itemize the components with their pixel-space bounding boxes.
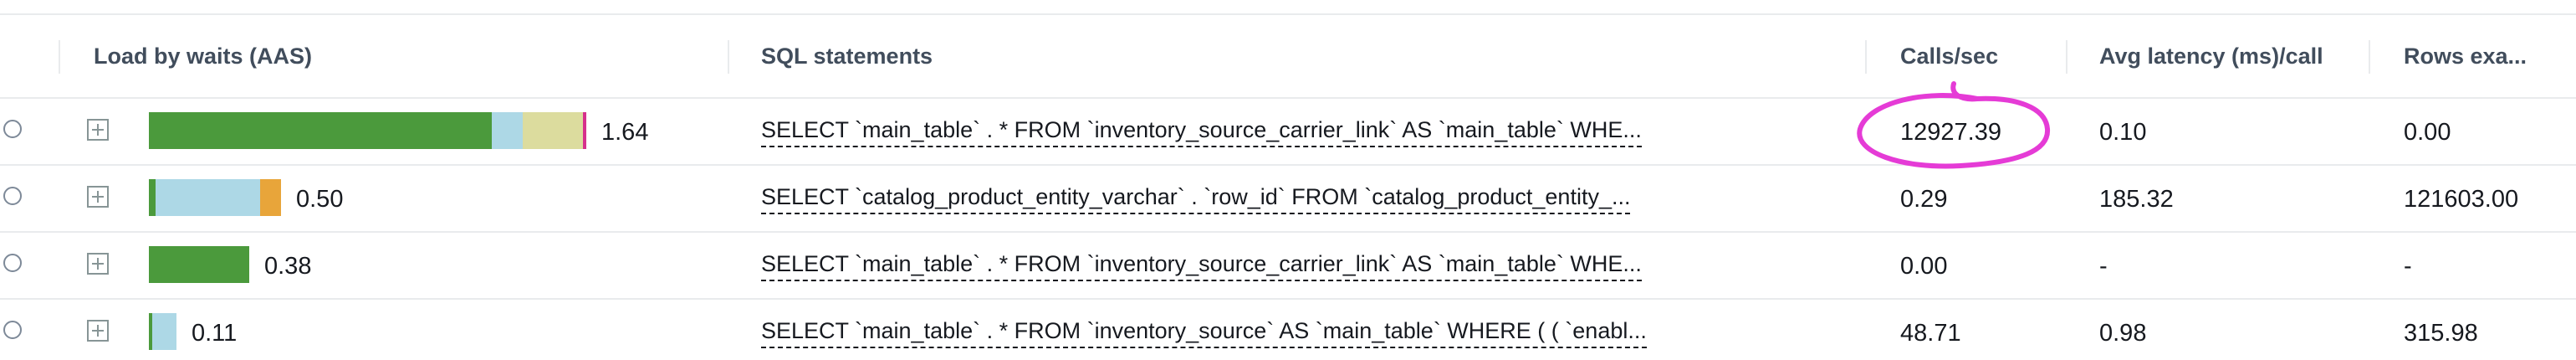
plus-icon [92, 124, 104, 136]
calls-per-sec: 48.71 [1900, 319, 1961, 347]
calls-per-sec: 0.00 [1900, 252, 1948, 280]
load-bar-segment [149, 313, 152, 350]
rows-examined: 121603.00 [2404, 185, 2519, 213]
load-bar [149, 246, 249, 283]
sql-statement-text: SELECT `main_table` . * FROM `inventory_… [761, 318, 1647, 348]
load-bar-segment [260, 179, 281, 216]
table-header: Load by waits (AAS) SQL statements Calls… [0, 15, 2576, 99]
sql-statement-text: SELECT `main_table` . * FROM `inventory_… [761, 117, 1642, 147]
load-bar [149, 112, 586, 149]
header-latency[interactable]: Avg latency (ms)/call [2099, 43, 2323, 69]
avg-latency: 0.10 [2099, 118, 2147, 146]
sql-statement-link[interactable]: SELECT `main_table` . * FROM `inventory_… [761, 99, 1642, 166]
rows-examined: 0.00 [2404, 118, 2451, 146]
load-bar-segment [149, 112, 492, 149]
expand-plus-icon[interactable] [87, 253, 109, 275]
table-row[interactable]: 0.38 SELECT `main_table` . * FROM `invent… [0, 233, 2576, 300]
sql-statement-text: SELECT `catalog_product_entity_varchar` … [761, 184, 1631, 214]
header-sql[interactable]: SQL statements [761, 43, 933, 69]
header-load[interactable]: Load by waits (AAS) [94, 43, 313, 69]
load-bar [149, 179, 281, 216]
load-bar-segment [149, 246, 249, 283]
load-value: 0.50 [296, 185, 344, 213]
avg-latency: 185.32 [2099, 185, 2174, 213]
header-calls[interactable]: Calls/sec [1900, 43, 1999, 69]
sql-statement-link[interactable]: SELECT `main_table` . * FROM `inventory_… [761, 300, 1647, 360]
row-select-radio[interactable] [3, 254, 22, 272]
load-bar-segment [156, 179, 260, 216]
row-select-radio[interactable] [3, 321, 22, 339]
rows-examined: 315.98 [2404, 319, 2478, 347]
row-select-radio[interactable] [3, 187, 22, 205]
load-bar-segment [492, 112, 523, 149]
load-bar-segment [149, 179, 156, 216]
row-select-radio[interactable] [3, 120, 22, 138]
column-divider[interactable] [2369, 40, 2370, 74]
top-border [0, 13, 2576, 15]
rows-examined: - [2404, 252, 2412, 280]
avg-latency: - [2099, 252, 2108, 280]
plus-icon [92, 258, 104, 270]
expand-plus-icon[interactable] [87, 119, 109, 141]
column-divider[interactable] [728, 40, 729, 74]
table-row[interactable]: 1.64 SELECT `main_table` . * FROM `invent… [0, 99, 2576, 166]
load-bar-segment [583, 112, 586, 149]
table-row[interactable]: 0.11 SELECT `main_table` . * FROM `invent… [0, 300, 2576, 360]
load-bar-segment [523, 112, 583, 149]
header-rows-examined[interactable]: Rows exa... [2404, 43, 2527, 69]
calls-per-sec: 12927.39 [1900, 118, 2001, 146]
load-bar-segment [152, 313, 176, 350]
load-value: 1.64 [601, 118, 649, 146]
sql-statement-text: SELECT `main_table` . * FROM `inventory_… [761, 251, 1642, 281]
column-divider[interactable] [1865, 40, 1867, 74]
load-value: 0.11 [192, 319, 238, 347]
column-divider[interactable] [2066, 40, 2067, 74]
load-value: 0.38 [264, 252, 312, 280]
plus-icon [92, 191, 104, 203]
load-bar [149, 313, 176, 350]
plus-icon [92, 325, 104, 337]
table-row[interactable]: 0.50 SELECT `catalog_product_entity_varch… [0, 166, 2576, 233]
column-divider[interactable] [59, 40, 60, 74]
expand-plus-icon[interactable] [87, 320, 109, 342]
sql-statement-link[interactable]: SELECT `main_table` . * FROM `inventory_… [761, 233, 1642, 300]
calls-per-sec: 0.29 [1900, 185, 1948, 213]
avg-latency: 0.98 [2099, 319, 2147, 347]
expand-plus-icon[interactable] [87, 186, 109, 208]
sql-statement-link[interactable]: SELECT `catalog_product_entity_varchar` … [761, 166, 1631, 233]
